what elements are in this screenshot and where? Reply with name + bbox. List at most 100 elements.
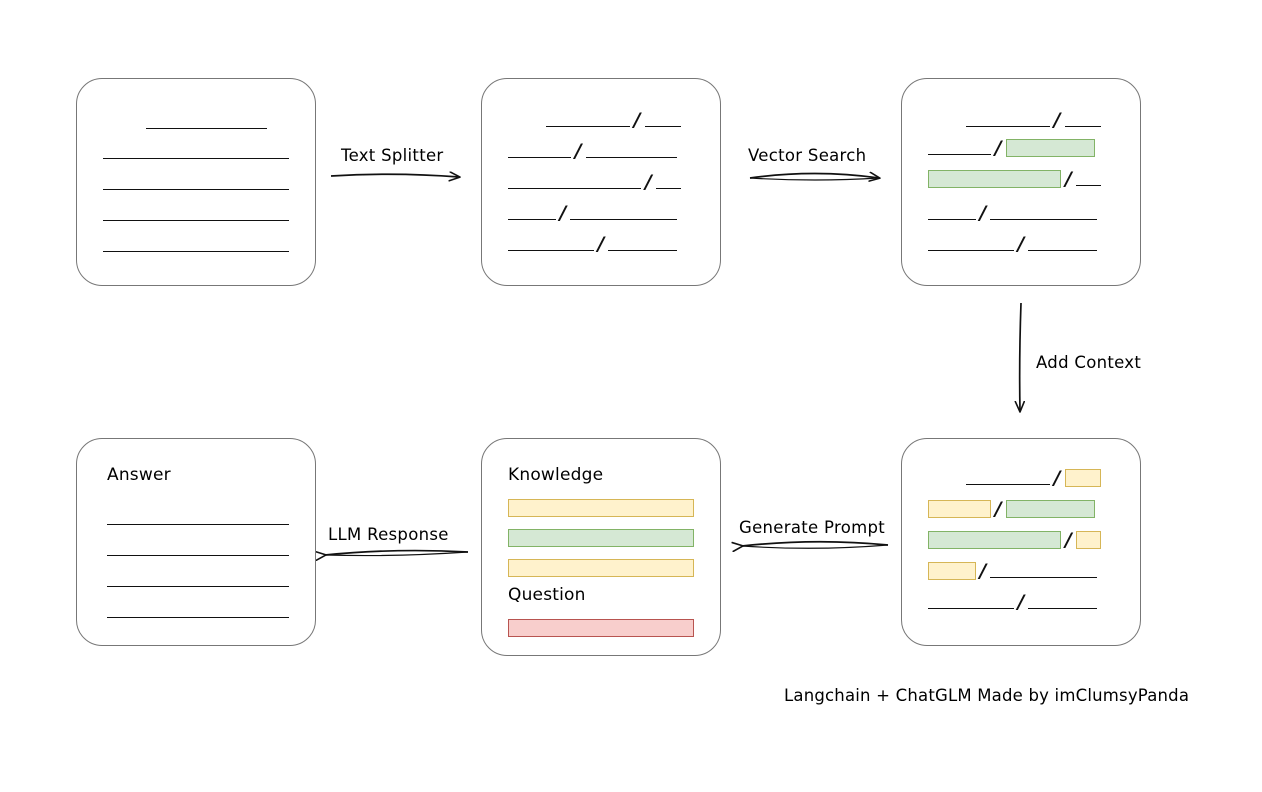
node-split-chunks[interactable]: / / / / /	[481, 78, 721, 286]
highlight-chunk-yellow[interactable]	[1064, 469, 1101, 487]
arrow-vector-search	[749, 174, 879, 181]
document-line	[77, 172, 315, 192]
slash-separator: /	[645, 171, 652, 193]
highlight-chunk-green[interactable]	[1005, 500, 1095, 518]
knowledge-label: Knowledge	[508, 465, 604, 485]
slash-separator: /	[1065, 168, 1072, 190]
edge-label-vector-search: Vector Search	[748, 146, 867, 165]
highlight-chunk-yellow[interactable]	[1075, 531, 1101, 549]
slash-separator: /	[1017, 591, 1025, 613]
line-segment	[655, 188, 681, 189]
line-segment	[990, 577, 1097, 578]
knowledge-bar-yellow[interactable]	[508, 499, 694, 517]
arrow-generate-prompt	[742, 540, 889, 549]
arrow-llm-response	[325, 549, 469, 556]
line-segment	[966, 484, 1050, 485]
line-segment	[103, 189, 289, 190]
line-segment	[928, 219, 976, 220]
chunk-line: /	[902, 109, 1140, 131]
node-matched-chunks[interactable]: / / / / /	[901, 78, 1141, 286]
arrow-text-splitter	[330, 174, 459, 177]
chunk-line: /	[482, 171, 720, 193]
line-segment	[1028, 608, 1097, 609]
chunk-line: /	[482, 233, 720, 255]
line-segment	[990, 219, 1097, 220]
slash-separator: /	[1065, 529, 1072, 551]
knowledge-bar-yellow[interactable]	[508, 559, 694, 577]
document-line	[77, 111, 315, 131]
slash-separator: /	[1053, 467, 1061, 489]
question-bar-red[interactable]	[508, 619, 694, 637]
line-segment	[103, 251, 289, 252]
line-segment	[508, 188, 641, 189]
knowledge-bar-green[interactable]	[508, 529, 694, 547]
slash-separator: /	[559, 202, 567, 224]
line-segment	[107, 617, 289, 618]
line-segment	[107, 555, 289, 556]
chunk-line: /	[902, 591, 1140, 613]
answer-line	[77, 600, 315, 620]
answer-line	[77, 569, 315, 589]
arrow-add-context	[1020, 302, 1021, 411]
context-chunks-rows: / / / / /	[902, 439, 1140, 645]
knowledge-bar-row	[482, 557, 720, 577]
slash-separator: /	[994, 498, 1002, 520]
line-segment	[644, 126, 681, 127]
highlight-chunk-green[interactable]	[928, 170, 1061, 188]
source-document-rows	[77, 79, 315, 285]
edge-label-llm-response: LLM Response	[328, 525, 449, 544]
line-segment	[546, 126, 630, 127]
line-segment	[570, 219, 677, 220]
answer-label: Answer	[107, 465, 171, 485]
answer-line	[77, 507, 315, 527]
edge-label-generate-prompt: Generate Prompt	[739, 518, 885, 537]
split-chunks-rows: / / / / /	[482, 79, 720, 285]
slash-separator: /	[574, 140, 582, 162]
highlight-chunk-yellow[interactable]	[928, 500, 991, 518]
edge-label-text-splitter: Text Splitter	[341, 146, 444, 165]
line-segment	[508, 219, 556, 220]
highlight-chunk-green[interactable]	[1005, 139, 1095, 157]
chunk-line: /	[902, 467, 1140, 489]
chunk-line: /	[902, 202, 1140, 224]
footer-credit: Langchain + ChatGLM Made by imClumsyPand…	[784, 686, 1190, 705]
matched-chunks-rows: / / / / /	[902, 79, 1140, 285]
document-line	[77, 203, 315, 223]
line-segment	[107, 524, 289, 525]
node-context-chunks[interactable]: / / / / /	[901, 438, 1141, 646]
line-segment	[145, 128, 267, 129]
knowledge-bar-row	[482, 527, 720, 547]
line-segment	[107, 586, 289, 587]
slash-separator: /	[979, 560, 987, 582]
highlight-chunk-yellow[interactable]	[928, 562, 976, 580]
line-segment	[608, 250, 677, 251]
chunk-line: /	[902, 137, 1140, 158]
node-source-document[interactable]	[76, 78, 316, 286]
node-answer[interactable]: Answer	[76, 438, 316, 646]
question-bar-row	[482, 617, 720, 637]
line-segment	[928, 608, 1014, 609]
document-line	[77, 141, 315, 161]
highlight-chunk-green[interactable]	[928, 531, 1061, 549]
line-segment	[103, 158, 289, 159]
chunk-line: /	[902, 498, 1140, 520]
slash-separator: /	[1053, 109, 1061, 131]
line-segment	[103, 220, 289, 221]
slash-separator: /	[597, 233, 605, 255]
slash-separator: /	[979, 202, 987, 224]
chunk-line: /	[902, 233, 1140, 255]
line-segment	[1028, 250, 1097, 251]
node-prompt[interactable]: Knowledge Question	[481, 438, 721, 656]
line-segment	[966, 126, 1050, 127]
chunk-line: /	[902, 168, 1140, 190]
question-label: Question	[508, 585, 586, 605]
slash-separator: /	[1017, 233, 1025, 255]
chunk-line: /	[902, 529, 1140, 551]
chunk-line: /	[482, 109, 720, 130]
line-segment	[928, 250, 1014, 251]
line-segment	[585, 157, 677, 158]
line-segment	[1064, 126, 1101, 127]
line-segment	[1075, 185, 1101, 186]
chunk-line: /	[482, 140, 720, 162]
chunk-line: /	[902, 560, 1140, 582]
